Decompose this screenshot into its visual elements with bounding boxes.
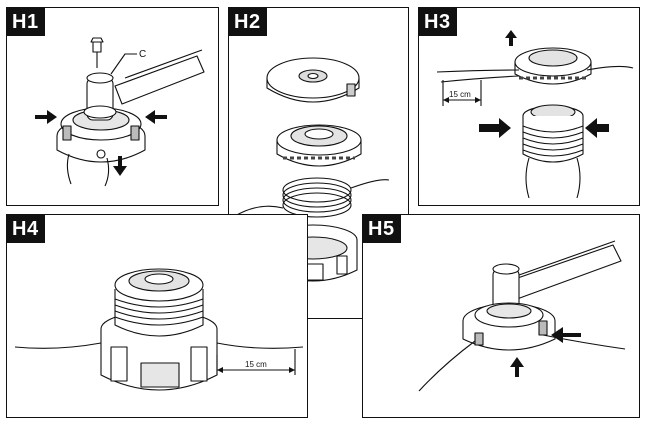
h4-dimension-label: 15 cm — [245, 360, 267, 369]
panel-tag-h5: H5 — [363, 215, 401, 243]
h1-callout-c: C — [139, 49, 146, 60]
panel-h3: H3 — [418, 7, 640, 206]
panel-tag-h1: H1 — [7, 8, 45, 36]
panel-h5: H5 — [362, 214, 640, 418]
panel-h1: H1 — [6, 7, 219, 206]
h3-illustration: 15 cm — [436, 30, 634, 199]
h4-illustration: 15 cm — [14, 268, 304, 391]
panel-tag-h3: H3 — [419, 8, 457, 36]
panel-tag-h2: H2 — [229, 8, 267, 36]
panel-tag-h4: H4 — [7, 215, 45, 243]
h5-illustration — [418, 240, 626, 392]
h1-illustration: C — [35, 37, 205, 187]
h3-dimension-label: 15 cm — [449, 90, 471, 99]
panel-h4: H4 15 — [6, 214, 308, 418]
